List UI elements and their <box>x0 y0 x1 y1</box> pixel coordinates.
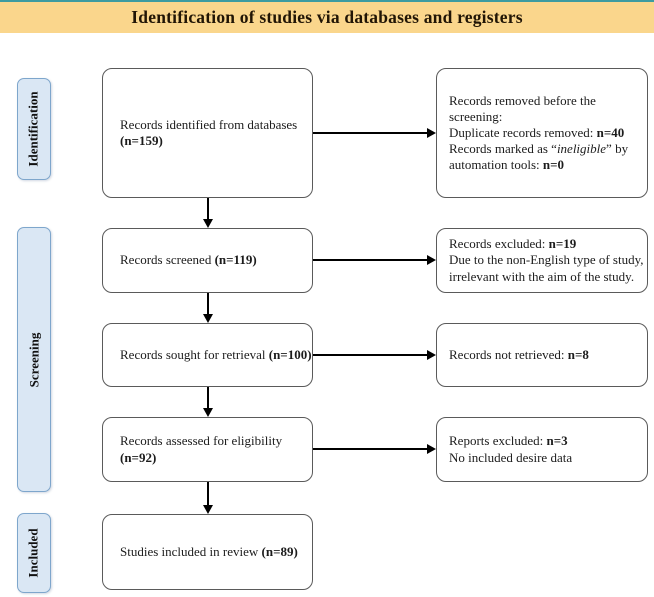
arrow-line <box>313 259 428 261</box>
box-records-identified: Records identified from databases(n=159) <box>102 68 313 198</box>
phase-label-identification-text: Identification <box>26 91 41 167</box>
arrow-head-right-icon <box>427 350 436 360</box>
arrow-head-right-icon <box>427 128 436 138</box>
arrow-head-down-icon <box>203 314 213 323</box>
arrow-line <box>313 354 428 356</box>
phase-label-identification: Identification <box>17 78 51 180</box>
arrow-line <box>207 482 209 506</box>
box-records-not-retrieved: Records not retrieved: n=8 <box>436 323 648 387</box>
arrow-line <box>207 198 209 220</box>
arrow-line <box>207 387 209 409</box>
diagram-title: Identification of studies via databases … <box>131 7 523 27</box>
arrow-line <box>313 448 428 450</box>
box-studies-included: Studies included in review (n=89) <box>102 514 313 590</box>
arrow-head-down-icon <box>203 219 213 228</box>
box-records-assessed: Records assessed for eligibility(n=92) <box>102 417 313 482</box>
phase-label-included-text: Included <box>26 528 42 578</box>
box-records-screened: Records screened (n=119) <box>102 228 313 293</box>
arrow-line <box>313 132 428 134</box>
top-border-line <box>0 0 654 3</box>
box-records-sought: Records sought for retrieval (n=100) <box>102 323 313 387</box>
phase-label-screening: Screening <box>17 227 51 492</box>
phase-label-screening-text: Screening <box>26 332 41 387</box>
arrow-head-down-icon <box>203 505 213 514</box>
phase-label-included: Included <box>17 513 51 593</box>
arrow-head-down-icon <box>203 408 213 417</box>
arrow-head-right-icon <box>427 255 436 265</box>
arrow-head-right-icon <box>427 444 436 454</box>
arrow-line <box>207 293 209 315</box>
diagram-title-banner: Identification of studies via databases … <box>0 2 654 33</box>
